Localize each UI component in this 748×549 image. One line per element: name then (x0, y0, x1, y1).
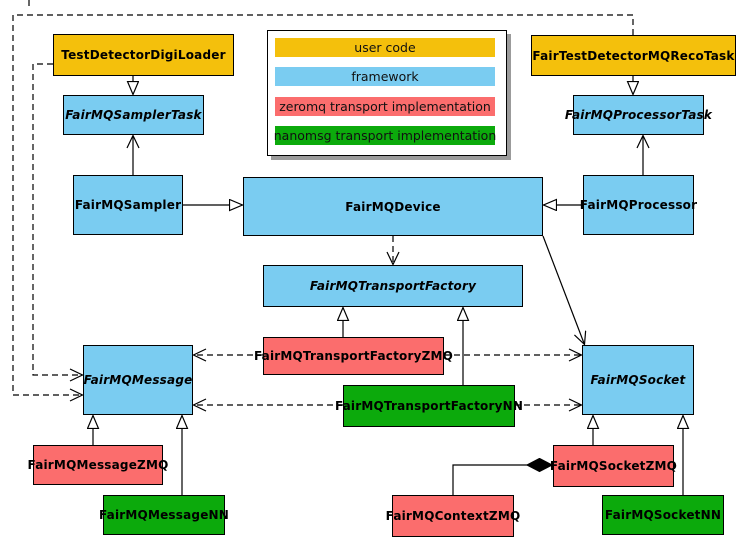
node-fairmqprocessor: FairMQProcessor (580, 175, 697, 235)
node-testdetectordigiloader: TestDetectorDigiLoader (53, 34, 234, 76)
node-fairmqtransportfactory: FairMQTransportFactory (263, 265, 523, 307)
node-fairmqdevice: FairMQDevice (243, 177, 543, 236)
node-fairmqsocketzmq: FairMQSocketZMQ (550, 445, 677, 487)
legend-item-framework: framework (275, 67, 495, 86)
legend-item-zeromq: zeromq transport implementation (275, 97, 495, 116)
node-fairmqcontextzmq: FairMQContextZMQ (386, 495, 520, 537)
node-fairmqtransportfactorynn: FairMQTransportFactoryNN (335, 385, 523, 427)
node-fairmqsamplertask: FairMQSamplerTask (63, 95, 204, 135)
node-fairmqtransportfactoryzmq: FairMQTransportFactoryZMQ (254, 337, 453, 375)
node-fairmqprocessortask: FairMQProcessorTask (565, 95, 712, 135)
edge-composition-contextzmq-socketzmq (452, 465, 553, 495)
legend-item-nanomsg: nanomsg transport implementation (273, 126, 497, 145)
node-fairmqsocket: FairMQSocket (582, 345, 694, 415)
legend: user code framework zeromq transport imp… (267, 30, 507, 156)
node-fairtestdetectormqrecotask: FairTestDetectorMQRecoTask (531, 35, 736, 76)
legend-item-user-code: user code (275, 38, 495, 57)
node-fairmqmessagenn: FairMQMessageNN (99, 495, 229, 535)
edge-arrow-device-socket (542, 235, 585, 345)
node-fairmqsampler: FairMQSampler (73, 175, 183, 235)
edge-dependency-recotask-message (12, 14, 634, 395)
node-fairmqmessage: FairMQMessage (83, 345, 193, 415)
node-fairmqmessagezmq: FairMQMessageZMQ (28, 445, 168, 485)
edge-dependency-digiloader-message (32, 63, 83, 375)
node-fairmqsocketnn: FairMQSocketNN (602, 495, 724, 535)
